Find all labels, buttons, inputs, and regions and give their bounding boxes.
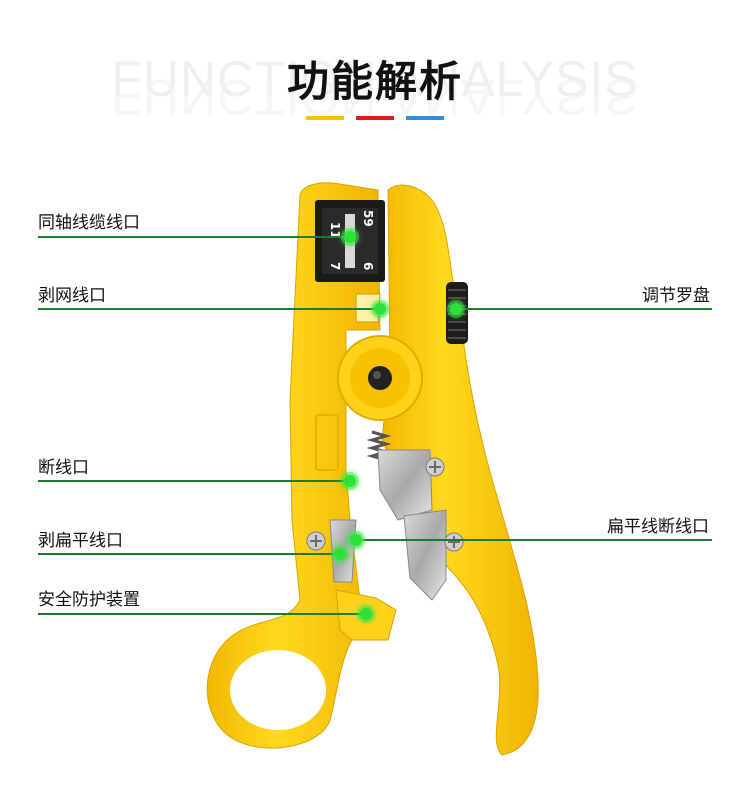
spring bbox=[366, 430, 392, 462]
label-flat-cut-port: 扁平线断线口 bbox=[607, 517, 709, 537]
callout-line-coax bbox=[38, 236, 350, 238]
label-network-strip-port: 剥网线口 bbox=[38, 286, 106, 306]
marker-coax bbox=[344, 231, 356, 243]
background-watermark-text: FUNCTION ANALYSIS bbox=[111, 51, 639, 107]
callout-line-dial bbox=[456, 308, 712, 310]
callout-line-cut bbox=[38, 480, 350, 482]
marker-flat-strip bbox=[334, 548, 346, 560]
pivot-rivet bbox=[368, 366, 392, 390]
finger-ring-hole bbox=[230, 650, 326, 730]
label-flat-strip-port: 剥扁平线口 bbox=[38, 531, 123, 551]
right-handle-body bbox=[381, 184, 539, 756]
label-cut-port: 断线口 bbox=[38, 458, 89, 478]
marker-cut bbox=[344, 475, 356, 487]
label-adjustment-dial: 调节罗盘 bbox=[642, 286, 710, 306]
die-number-59: 59 bbox=[361, 210, 375, 227]
flat-cut-blade bbox=[403, 509, 447, 601]
accent-bar-blue bbox=[406, 116, 444, 120]
label-coax-port: 同轴线缆线口 bbox=[38, 213, 140, 233]
marker-safety bbox=[360, 608, 372, 620]
page-title: 功能解析 bbox=[286, 57, 463, 106]
label-safety-guard: 安全防护装置 bbox=[38, 590, 140, 610]
marker-network bbox=[374, 303, 386, 315]
callout-line-flat-strip bbox=[38, 553, 340, 555]
die-number-7: 7 bbox=[328, 262, 342, 270]
die-number-11: 11 bbox=[328, 222, 342, 239]
accent-bar-yellow bbox=[306, 116, 344, 120]
callout-line-network bbox=[38, 308, 380, 310]
cutting-blade bbox=[377, 449, 433, 521]
callout-line-flat-cut bbox=[356, 539, 712, 541]
marker-flat-cut bbox=[350, 534, 362, 546]
marker-dial bbox=[450, 303, 462, 315]
die-number-6: 6 bbox=[361, 262, 375, 270]
callout-line-safety bbox=[38, 613, 366, 615]
accent-bar-red bbox=[356, 116, 394, 120]
